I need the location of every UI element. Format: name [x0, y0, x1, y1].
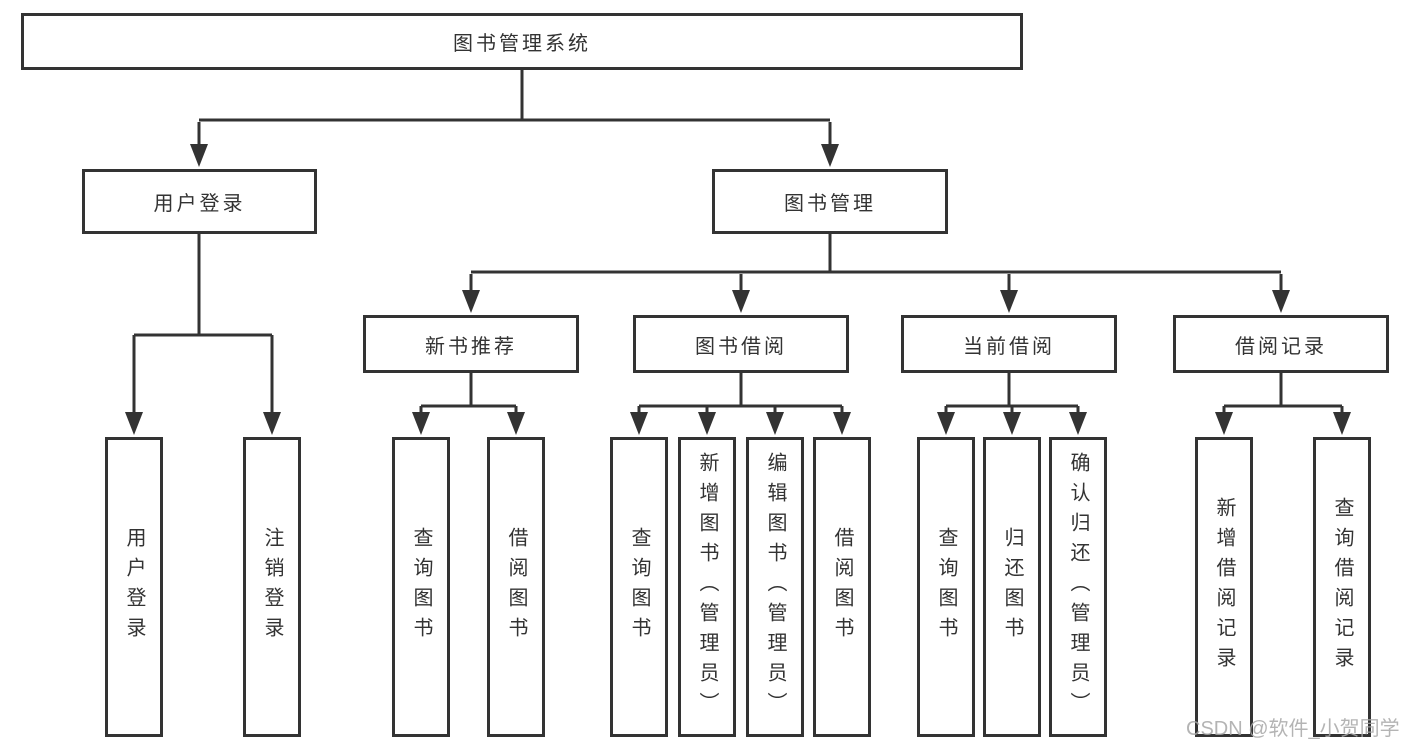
leaf-add-books-admin: 新增图书（管理员） [678, 437, 736, 737]
leaf-return-books: 归还图书 [983, 437, 1041, 737]
leaf-logout: 注销登录 [243, 437, 301, 737]
node-new-book-recommendation: 新书推荐 [363, 315, 579, 373]
leaf-logout-label: 注销登录 [261, 527, 283, 647]
leaf-query-books-recommend: 查询图书 [392, 437, 450, 737]
node-new-book-recommendation-label: 新书推荐 [425, 335, 517, 358]
leaf-query-books-current: 查询图书 [917, 437, 975, 737]
leaf-user-login: 用户登录 [105, 437, 163, 737]
node-user-login-group: 用户登录 [82, 169, 317, 234]
leaf-query-borrow-record: 查询借阅记录 [1313, 437, 1371, 737]
leaf-confirm-return-admin: 确认归还（管理员） [1049, 437, 1107, 737]
node-library-management-system-label: 图书管理系统 [453, 33, 591, 55]
watermark: CSDN @软件_小贺同学 [1186, 718, 1400, 740]
node-borrowing-records: 借阅记录 [1173, 315, 1389, 373]
node-library-management-system: 图书管理系统 [21, 13, 1023, 70]
leaf-query-borrow-record-label: 查询借阅记录 [1331, 497, 1353, 677]
leaf-return-books-label: 归还图书 [1001, 527, 1023, 647]
node-book-management-group-label: 图书管理 [784, 193, 876, 215]
leaf-borrow-books-borrowing-label: 借阅图书 [831, 527, 853, 647]
leaf-confirm-return-admin-label: 确认归还（管理员） [1067, 452, 1089, 722]
node-current-borrowing-label: 当前借阅 [963, 335, 1055, 358]
leaf-borrow-books-recommend-label: 借阅图书 [505, 527, 527, 647]
node-current-borrowing: 当前借阅 [901, 315, 1117, 373]
leaf-add-borrow-record: 新增借阅记录 [1195, 437, 1253, 737]
node-book-management-group: 图书管理 [712, 169, 948, 234]
leaf-query-books-current-label: 查询图书 [935, 527, 957, 647]
leaf-edit-books-admin: 编辑图书（管理员） [746, 437, 804, 737]
leaf-add-borrow-record-label: 新增借阅记录 [1213, 497, 1235, 677]
leaf-query-books-borrowing-label: 查询图书 [628, 527, 650, 647]
leaf-borrow-books-borrowing: 借阅图书 [813, 437, 871, 737]
leaf-borrow-books-recommend: 借阅图书 [487, 437, 545, 737]
node-book-borrowing-label: 图书借阅 [695, 335, 787, 358]
leaf-query-books-recommend-label: 查询图书 [410, 527, 432, 647]
leaf-query-books-borrowing: 查询图书 [610, 437, 668, 737]
leaf-add-books-admin-label: 新增图书（管理员） [696, 452, 718, 722]
leaf-edit-books-admin-label: 编辑图书（管理员） [764, 452, 786, 722]
node-book-borrowing: 图书借阅 [633, 315, 849, 373]
leaf-user-login-label: 用户登录 [123, 527, 145, 647]
node-user-login-group-label: 用户登录 [153, 193, 246, 215]
node-borrowing-records-label: 借阅记录 [1235, 335, 1327, 358]
